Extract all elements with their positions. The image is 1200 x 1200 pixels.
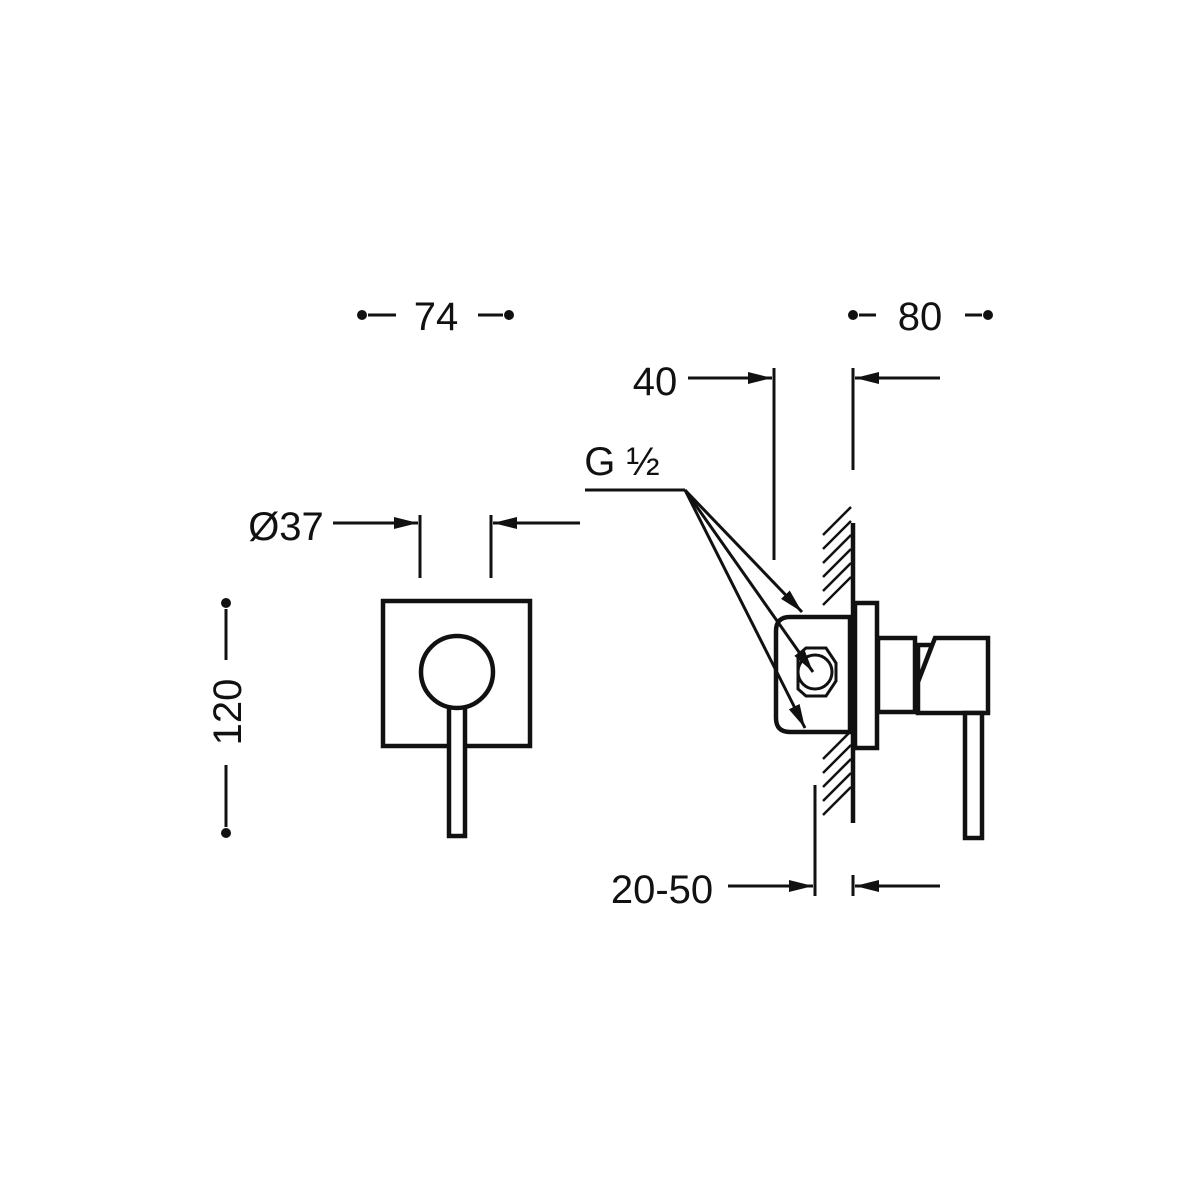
hatch-line xyxy=(822,772,852,802)
hatch-line xyxy=(822,576,852,606)
dim-total-projection: 80 xyxy=(848,295,993,339)
wall-hatching xyxy=(822,506,852,816)
dim-body-depth: 40 xyxy=(633,360,940,560)
side-view xyxy=(773,506,991,841)
dim-label-80: 80 xyxy=(898,295,943,339)
hatch-line xyxy=(822,506,852,536)
hatch-line xyxy=(822,548,852,578)
handle-body xyxy=(915,635,991,716)
hatch-line xyxy=(822,534,852,564)
dim-label-74: 74 xyxy=(414,295,459,339)
dim-label-40: 40 xyxy=(633,360,678,404)
handle-knob xyxy=(418,633,496,711)
hatch-line xyxy=(822,786,852,816)
front-view xyxy=(380,598,533,839)
nut-hexagon xyxy=(796,646,838,698)
connection-callout: G ½ xyxy=(584,440,815,729)
connection-label: G ½ xyxy=(584,440,660,484)
dim-label-20-50: 20-50 xyxy=(611,868,713,912)
hatch-line xyxy=(822,520,852,550)
hatch-line xyxy=(822,758,852,788)
flange xyxy=(852,600,880,751)
connection-circle xyxy=(796,653,834,691)
dim-plate-width: 74 xyxy=(357,295,514,339)
hatch-line xyxy=(822,562,852,592)
dim-wall-range: 20-50 xyxy=(611,785,940,912)
dim-plate-height: 120 xyxy=(206,598,250,838)
lever xyxy=(446,697,468,839)
side-lever xyxy=(962,710,985,841)
hatch-line xyxy=(822,744,852,774)
dim-label-diameter: Ø37 xyxy=(248,505,324,549)
dim-label-120: 120 xyxy=(206,679,250,746)
neck xyxy=(875,635,918,715)
dim-handle-diameter: Ø37 xyxy=(248,505,580,578)
hatch-line xyxy=(822,730,852,760)
